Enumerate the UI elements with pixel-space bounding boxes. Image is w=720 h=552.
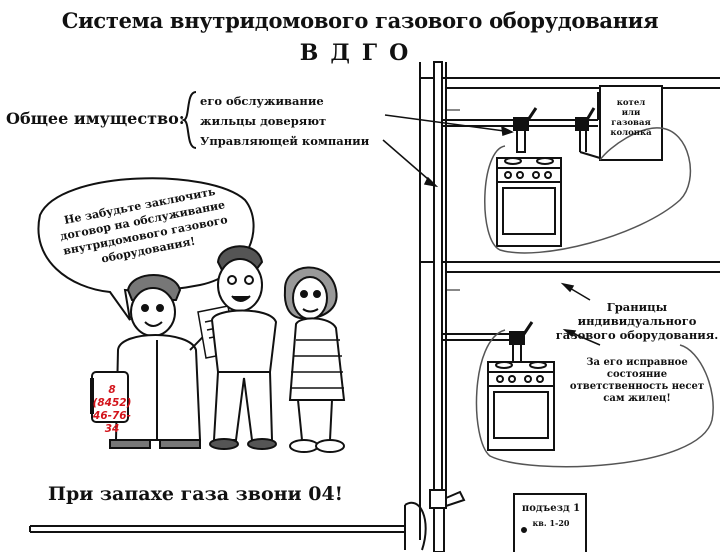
boiler-box (599, 85, 663, 161)
responsibility-label: За его исправное состояние ответственнос… (560, 357, 714, 405)
lower-boundary-line (475, 329, 714, 468)
phone-code: 8 (8452) (92, 384, 132, 409)
entrance-sign-title: подъезд 1 (521, 503, 581, 514)
boundary-label-line: индивидуального (577, 314, 697, 328)
boiler-label-line: колонка (610, 128, 652, 138)
boiler-label-line: котел (616, 98, 646, 108)
phone-number: 46-76-34 (93, 410, 131, 435)
common-property-item: жильцы доверяют (200, 114, 327, 128)
speech-bubble-shape (37, 177, 255, 321)
responsibility-line: ответственность несет (569, 381, 705, 392)
responsibility-line: сам жилец! (603, 393, 671, 404)
resident-woman-figure (283, 266, 346, 453)
page-subtitle: ВДГО (299, 40, 421, 66)
tool-case (90, 371, 129, 423)
building-structure (419, 62, 720, 540)
brace (180, 91, 197, 149)
gas-riser-pipe (429, 61, 466, 552)
contact-phone: 8 (8452) 46-76-34 (92, 384, 132, 436)
boundary-label-line: газового оборудования. (555, 328, 719, 342)
resident-man-figure (209, 245, 278, 450)
upper-boundary-line (484, 127, 692, 254)
responsibility-line: За его исправное (586, 357, 688, 368)
boiler-label-line: или (621, 108, 641, 118)
boundary-label: Границы индивидуального газового оборудо… (554, 300, 720, 342)
responsibility-line: состояние (606, 369, 668, 380)
upper-stove (496, 157, 562, 247)
pointer-arrows (382, 114, 601, 346)
boiler-label-line: газовая (611, 118, 651, 128)
upper-gas-branch (442, 92, 601, 159)
common-property-label: Общее имущество: (6, 109, 185, 128)
gas-smell-notice: При запахе газа звони 04! (48, 483, 344, 505)
common-property-item: Управляющей компании (200, 134, 370, 148)
lower-gas-branch (442, 321, 534, 363)
boundary-label-line: Границы (606, 300, 668, 314)
page-title: Система внутридомового газового оборудов… (61, 8, 659, 33)
entrance-door (513, 493, 587, 552)
entrance-sign-apartments: кв. 1-20 (532, 518, 570, 528)
lower-stove (487, 361, 555, 451)
gas-worker-figure (109, 274, 216, 449)
boiler-label: котел или газовая колонка (602, 98, 660, 138)
common-property-item: его обслуживание (200, 94, 324, 108)
ground-line (29, 501, 427, 551)
